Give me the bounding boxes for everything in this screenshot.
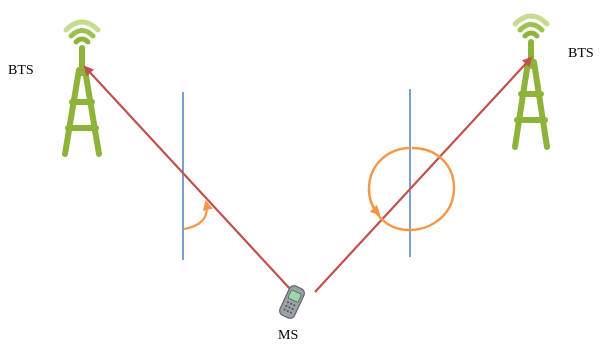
large-angle-arc bbox=[367, 146, 456, 232]
ms-label: MS bbox=[278, 328, 299, 343]
left-tower-mast bbox=[62, 45, 102, 157]
right-tower-icon bbox=[512, 13, 550, 150]
left-tower-signal-waves bbox=[63, 19, 101, 45]
mobile-phone-icon bbox=[279, 285, 305, 319]
large-angle-arc-tail bbox=[367, 188, 381, 216]
left-tower-icon bbox=[62, 19, 102, 157]
right-bts-label: BTS bbox=[568, 46, 594, 61]
right-tower-signal-waves bbox=[512, 13, 550, 39]
right-tower-mast bbox=[512, 39, 550, 150]
signal-arrow-to-left-bts bbox=[83, 65, 292, 291]
left-bts-label: BTS bbox=[8, 63, 34, 78]
small-angle-arc bbox=[183, 200, 213, 231]
signal-arrow-to-right-bts bbox=[314, 56, 533, 293]
